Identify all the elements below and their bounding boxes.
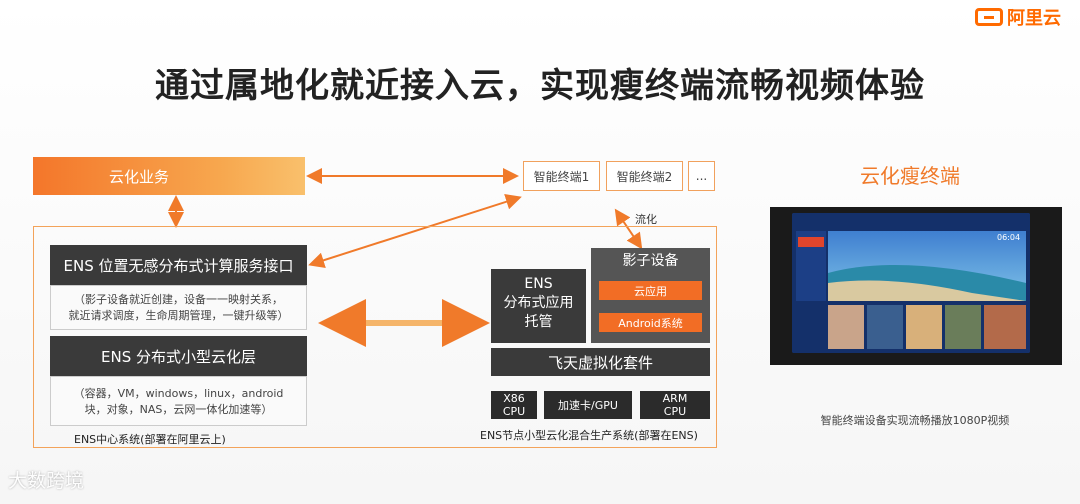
tv-screen: 06:04 (792, 213, 1030, 353)
ens-interface-desc-line2: 就近请求调度，生命周期管理，一键升级等） (68, 309, 289, 322)
video-photo: 06:04 (770, 207, 1062, 365)
logo-text: 阿里云 (1007, 8, 1061, 29)
smart-terminal-2: 智能终端2 (606, 161, 683, 191)
hw-x86-line1: X86 (503, 392, 525, 405)
watermark: 大数跨境 (8, 470, 85, 492)
screen-time: 06:04 (997, 233, 1021, 242)
arrow-interface-terminal (308, 194, 522, 268)
aliyun-logo-icon (975, 8, 1003, 26)
hw-x86-line2: CPU (502, 405, 526, 418)
hw-arm-line2: CPU (663, 405, 687, 418)
hw-arm-line1: ARM (662, 392, 688, 405)
cloud-thin-terminal-title: 云化瘦终端 (860, 164, 960, 188)
video-caption: 智能终端设备实现流畅播放1080P视频 (820, 414, 1010, 427)
ens-layer-desc: （容器，VM，windows，linux，android 块，对象，NAS，云网… (50, 376, 307, 426)
ens-layer-desc-line2: 块，对象，NAS，云网一体化加速等） (84, 403, 273, 416)
ens-interface-desc: （影子设备就近创建，设备一一映射关系， 就近请求调度，生命周期管理，一键升级等） (50, 285, 307, 330)
smart-terminal-more: ... (688, 161, 715, 191)
ens-interface-desc-line1: （影子设备就近创建，设备一一映射关系， (74, 293, 283, 306)
ens-layer-desc-line1: （容器，VM，windows，linux，android (73, 387, 284, 400)
ens-node-label: ENS节点小型云化混合生产系统(部署在ENS) (480, 429, 698, 442)
ens-layer-box: ENS 分布式小型云化层 (50, 336, 307, 376)
slide-title: 通过属地化就近接入云，实现瘦终端流畅视频体验 (155, 66, 925, 106)
feitian-virtualization-box: 飞天虚拟化套件 (491, 348, 710, 376)
ens-app-line1: ENS (524, 276, 553, 292)
ens-app-line2: 分布式应用 (503, 295, 574, 311)
flow-label: 流化 (635, 213, 657, 226)
arrow-shadow-terminal (614, 208, 643, 250)
aliyun-logo: 阿里云 (975, 6, 1061, 29)
ens-app-hosting-box: ENS 分布式应用 托管 (491, 269, 586, 343)
ens-app-line3: 托管 (524, 314, 553, 330)
shadow-device-title: 影子设备 (622, 253, 679, 269)
ens-system-frame (33, 226, 717, 448)
cloud-app-box: 云应用 (599, 281, 702, 300)
smart-terminal-1: 智能终端1 (523, 161, 600, 191)
cloud-business-bar: 云化业务 (33, 157, 305, 195)
tv-screen-art (792, 213, 1030, 353)
hw-gpu: 加速卡/GPU (544, 391, 632, 419)
ens-interface-box: ENS 位置无感分布式计算服务接口 (50, 245, 307, 285)
ens-center-label: ENS中心系统(部署在阿里云上) (74, 433, 226, 446)
android-system-box: Android系统 (599, 313, 702, 332)
